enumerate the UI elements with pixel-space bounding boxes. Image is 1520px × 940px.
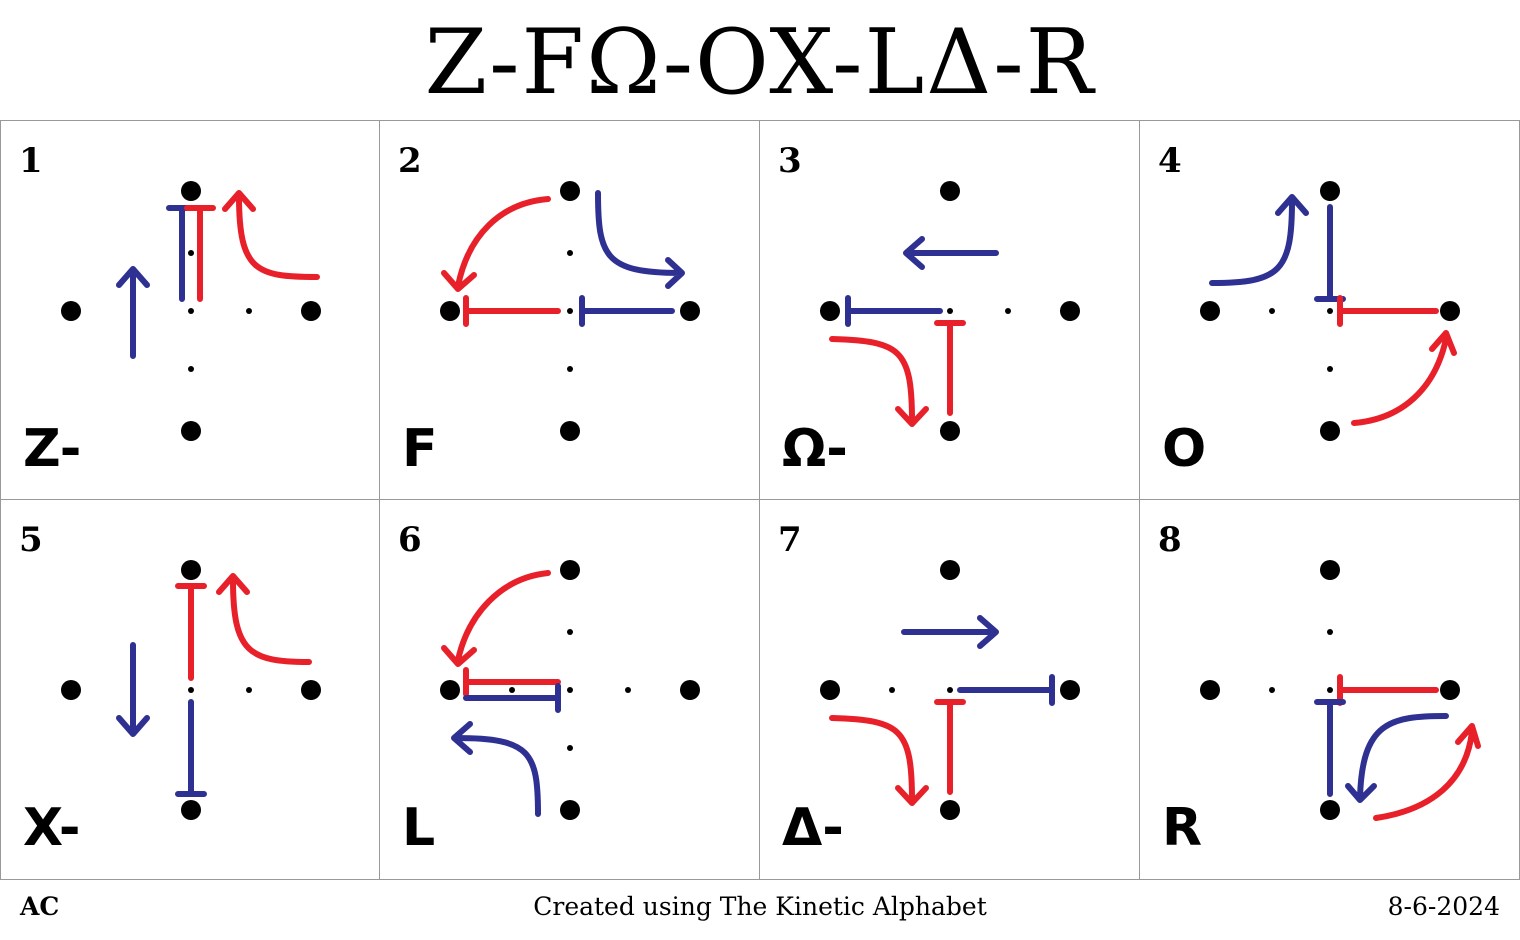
blue-bar [463,683,561,713]
cell-6: 6 L [380,500,760,880]
dot-grid [1200,560,1460,820]
red-bar [463,295,561,327]
blue-arrow-up [116,266,150,359]
cell-7: 7 Δ- [760,500,1140,880]
cell-5-diagram [61,560,321,820]
blue-arrow-down [116,642,150,737]
cell-4-diagram [1200,181,1460,441]
cell-8: 8 R [1140,500,1520,880]
dot-grid [61,560,321,820]
cell-6-diagram [440,560,700,820]
cell-number: 7 [778,520,802,560]
footer-author: AC [20,892,60,921]
red-bar [184,205,216,302]
red-bar [175,583,207,681]
cell-glyph: Ω- [782,419,848,479]
cell-glyph: Z- [23,419,82,479]
cell-4: 4 O [1140,120,1520,500]
blue-bar [957,674,1055,706]
red-curved-arrow [829,336,929,427]
kinetic-grid: 1 Z- 2 F [0,120,1520,880]
cell-glyph: O [1162,419,1207,479]
cell-8-diagram [1200,560,1481,821]
cell-number: 3 [778,141,802,181]
blue-curved-arrow [595,190,685,289]
red-curved-arrow [1373,723,1481,821]
red-curved-arrow [216,573,312,665]
cell-1-diagram [61,181,321,441]
cell-glyph: Δ- [782,798,844,858]
dot-grid [440,560,700,820]
footer-credit: Created using The Kinetic Alphabet [533,892,987,921]
blue-curved-arrow [451,721,541,817]
red-bar [1337,674,1439,706]
blue-curved-arrow [1209,194,1309,286]
cell-2-diagram [440,181,700,441]
dot-grid [440,181,700,441]
red-curved-arrow [829,715,929,806]
blue-curved-arrow [1345,713,1449,803]
cell-glyph: F [402,419,438,479]
red-bar [934,320,966,416]
cell-7-diagram [820,560,1080,820]
cell-2: 2 F [380,120,760,500]
cell-number: 4 [1158,141,1182,181]
blue-bar [175,699,207,797]
blue-bar [845,295,943,327]
blue-arrow-right [901,615,999,649]
cell-5: 5 X- [0,500,380,880]
dot-grid [1200,181,1460,441]
red-bar [463,667,561,697]
blue-arrow-left [903,236,999,270]
cell-glyph: X- [23,798,81,858]
cell-number: 8 [1158,520,1182,560]
page-title: Z-FΩ-OX-LΔ-R [424,10,1096,115]
footer-date: 8-6-2024 [1387,892,1500,921]
red-curved-arrow [441,196,551,292]
red-bar [934,699,966,795]
blue-bar [1314,699,1346,797]
red-curved-arrow [222,190,320,280]
dot-grid [61,181,321,441]
cell-3-diagram [820,181,1080,441]
cell-3: 3 Ω- [760,120,1140,500]
cell-number: 6 [398,520,422,560]
cell-1: 1 Z- [0,120,380,500]
red-curved-arrow [441,570,551,667]
blue-bar [579,295,675,327]
cell-number: 1 [19,141,43,181]
blue-bar [1314,204,1346,302]
cell-glyph: L [402,798,436,858]
cell-glyph: R [1162,798,1203,858]
red-bar [1337,295,1439,327]
cell-number: 2 [398,141,422,181]
red-curved-arrow [1351,330,1457,426]
cell-number: 5 [19,520,43,560]
